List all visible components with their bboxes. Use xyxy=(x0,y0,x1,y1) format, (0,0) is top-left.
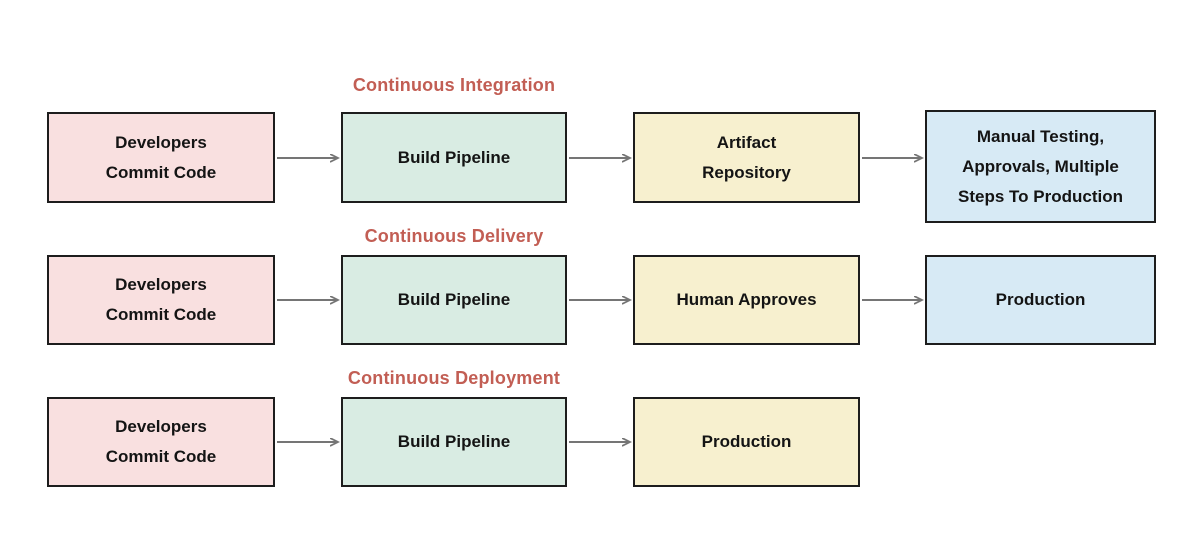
box-label-line: Developers xyxy=(115,275,207,294)
box-build-pipeline: Build Pipeline xyxy=(341,255,567,345)
box-label-line: Approvals, Multiple xyxy=(962,156,1119,176)
box-production: Production xyxy=(633,397,860,487)
box-label-line: Developers xyxy=(115,417,207,436)
box-label-line: Production xyxy=(701,432,792,451)
box-artifact-repository: Artifact Repository xyxy=(633,112,860,203)
box-developers-commit-code: Developers Commit Code xyxy=(47,397,275,487)
box-manual-testing-approvals: Manual Testing, Approvals, Multiple Step… xyxy=(925,110,1156,223)
box-label-line: Developers xyxy=(115,132,207,152)
box-label-line: Human Approves xyxy=(676,290,817,309)
box-label-line: Build Pipeline xyxy=(397,290,511,309)
box-build-pipeline: Build Pipeline xyxy=(341,112,567,203)
box-production: Production xyxy=(925,255,1156,345)
box-human-approves: Human Approves xyxy=(633,255,860,345)
box-label-line: Artifact xyxy=(716,132,777,152)
row-title-continuous-integration: Continuous Integration xyxy=(352,75,556,95)
box-label-line: Commit Code xyxy=(105,305,217,324)
box-label-line: Build Pipeline xyxy=(397,147,511,167)
box-label-line: Build Pipeline xyxy=(397,432,511,451)
box-label-line: Production xyxy=(995,290,1086,309)
box-label-line: Commit Code xyxy=(105,162,217,182)
box-label-line: Steps To Production xyxy=(958,186,1123,206)
row-title-continuous-delivery: Continuous Delivery xyxy=(364,226,544,246)
box-build-pipeline: Build Pipeline xyxy=(341,397,567,487)
box-label-line: Repository xyxy=(702,162,791,182)
box-label-line: Commit Code xyxy=(105,447,217,466)
row-title-continuous-deployment: Continuous Deployment xyxy=(347,368,561,388)
box-label-line: Manual Testing, xyxy=(976,126,1105,146)
box-developers-commit-code: Developers Commit Code xyxy=(47,112,275,203)
box-developers-commit-code: Developers Commit Code xyxy=(47,255,275,345)
